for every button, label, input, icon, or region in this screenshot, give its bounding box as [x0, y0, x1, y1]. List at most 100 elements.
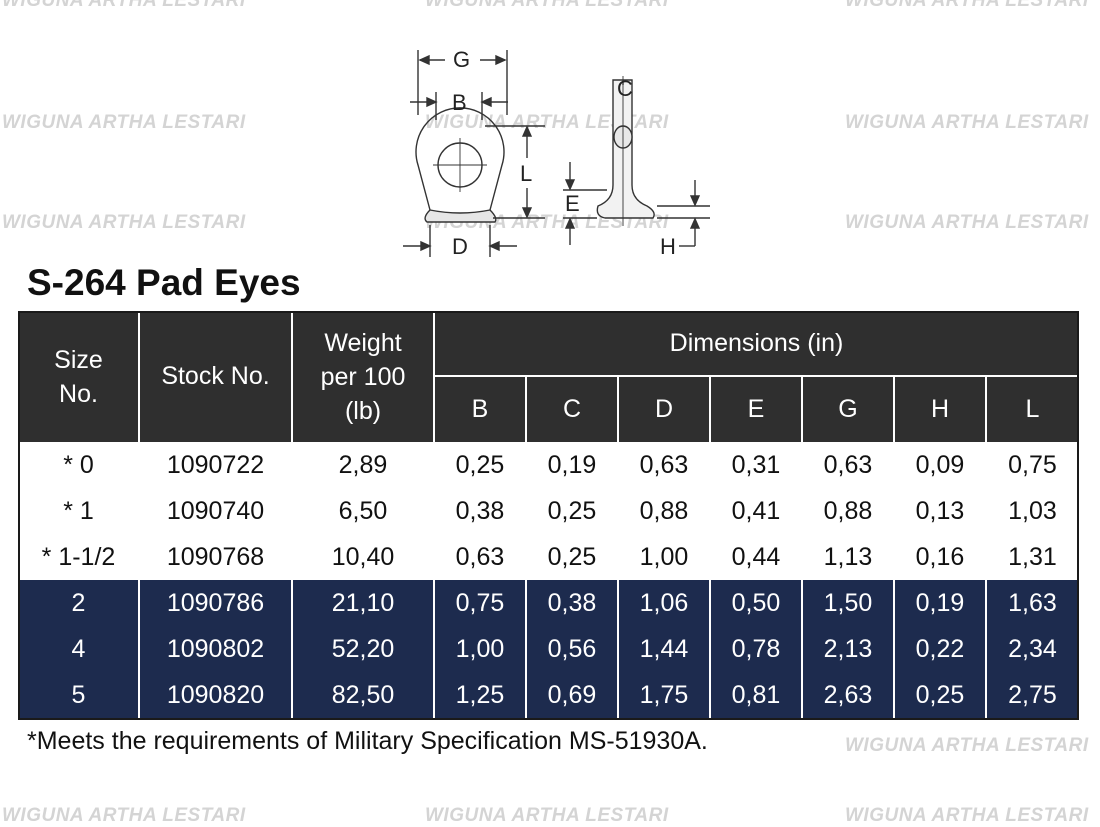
column-header-dim: E [710, 376, 803, 442]
cell-dim: 0,81 [710, 672, 803, 718]
cell-dim: 1,50 [802, 580, 895, 626]
cell-dim: 0,25 [526, 488, 619, 534]
watermark: WIGUNA ARTHA LESTARI [845, 805, 1089, 826]
cell-dim: 0,19 [526, 442, 619, 488]
cell-stock: 1090740 [139, 488, 293, 534]
cell-dim: 0,31 [710, 442, 803, 488]
dim-label-g: G [453, 47, 470, 72]
table-subheader-row: B C D E G H L [19, 376, 1078, 442]
cell-dim: 1,44 [618, 626, 711, 672]
cell-weight: 52,20 [292, 626, 435, 672]
cell-dim: 0,88 [618, 488, 711, 534]
cell-dim: 1,13 [802, 534, 895, 580]
cell-stock: 1090768 [139, 534, 293, 580]
column-header-size: Size No. [19, 311, 140, 442]
cell-stock: 1090786 [139, 580, 293, 626]
cell-weight: 2,89 [292, 442, 435, 488]
cell-dim: 0,78 [710, 626, 803, 672]
watermark: WIGUNA ARTHA LESTARI [2, 0, 246, 11]
cell-dim: 1,63 [986, 580, 1078, 626]
watermark: WIGUNA ARTHA LESTARI [2, 112, 246, 133]
cell-dim: 0,75 [986, 442, 1078, 488]
cell-dim: 0,56 [526, 626, 619, 672]
cell-dim: 0,63 [802, 442, 895, 488]
cell-dim: 1,75 [618, 672, 711, 718]
page-title: S-264 Pad Eyes [27, 262, 301, 303]
dim-label-b: B [452, 90, 467, 115]
cell-dim: 2,13 [802, 626, 895, 672]
cell-dim: 0,25 [434, 442, 527, 488]
watermark: WIGUNA ARTHA LESTARI [845, 212, 1089, 233]
cell-dim: 0,50 [710, 580, 803, 626]
cell-size: 5 [19, 672, 140, 718]
cell-dim: 2,34 [986, 626, 1078, 672]
dim-label-h: H [660, 234, 676, 259]
dim-label-d: D [452, 234, 468, 259]
table-row: * 0 1090722 2,89 0,25 0,19 0,63 0,31 0,6… [19, 442, 1078, 488]
cell-size: 2 [19, 580, 140, 626]
cell-weight: 10,40 [292, 534, 435, 580]
cell-dim: 0,63 [434, 534, 527, 580]
cell-dim: 0,25 [526, 534, 619, 580]
column-header-weight: Weight per 100 (lb) [292, 311, 435, 442]
cell-dim: 1,00 [618, 534, 711, 580]
table-row: * 1 1090740 6,50 0,38 0,25 0,88 0,41 0,8… [19, 488, 1078, 534]
cell-size: * 0 [19, 442, 140, 488]
dim-label-e: E [565, 191, 580, 216]
cell-weight: 82,50 [292, 672, 435, 718]
cell-dim: 0,38 [526, 580, 619, 626]
cell-size: * 1-1/2 [19, 534, 140, 580]
cell-dim: 1,25 [434, 672, 527, 718]
watermark: WIGUNA ARTHA LESTARI [2, 805, 246, 826]
column-header-dimensions: Dimensions (in) [434, 311, 1078, 377]
dim-label-c: C [617, 76, 633, 101]
cell-dim: 0,19 [894, 580, 987, 626]
pad-eye-dimension-diagram: G B L D C E H [403, 47, 710, 259]
cell-size: 4 [19, 626, 140, 672]
cell-dim: 0,69 [526, 672, 619, 718]
column-header-stock: Stock No. [139, 311, 293, 442]
watermark: WIGUNA ARTHA LESTARI [845, 735, 1089, 756]
cell-dim: 0,22 [894, 626, 987, 672]
cell-weight: 21,10 [292, 580, 435, 626]
cell-dim: 1,31 [986, 534, 1078, 580]
watermark: WIGUNA ARTHA LESTARI [425, 112, 669, 133]
cell-dim: 2,75 [986, 672, 1078, 718]
cell-stock: 1090722 [139, 442, 293, 488]
cell-size: * 1 [19, 488, 140, 534]
cell-dim: 1,03 [986, 488, 1078, 534]
watermark: WIGUNA ARTHA LESTARI [425, 805, 669, 826]
cell-dim: 0,44 [710, 534, 803, 580]
column-header-dim: C [526, 376, 619, 442]
dim-label-l: L [520, 161, 532, 186]
cell-dim: 0,09 [894, 442, 987, 488]
cell-dim: 0,88 [802, 488, 895, 534]
cell-dim: 0,38 [434, 488, 527, 534]
column-header-dim: B [434, 376, 527, 442]
pad-eye-spec-table: Size No. Stock No. Weight per 100 (lb) D… [19, 311, 1078, 718]
table-row: * 1-1/2 1090768 10,40 0,63 0,25 1,00 0,4… [19, 534, 1078, 580]
watermark: WIGUNA ARTHA LESTARI [2, 212, 246, 233]
watermark: WIGUNA ARTHA LESTARI [845, 112, 1089, 133]
cell-dim: 1,06 [618, 580, 711, 626]
cell-dim: 0,25 [894, 672, 987, 718]
column-header-dim: D [618, 376, 711, 442]
watermark: WIGUNA ARTHA LESTARI [425, 0, 669, 11]
cell-dim: 0,13 [894, 488, 987, 534]
cell-dim: 0,41 [710, 488, 803, 534]
cell-dim: 0,75 [434, 580, 527, 626]
column-header-dim: H [894, 376, 987, 442]
cell-dim: 0,16 [894, 534, 987, 580]
cell-stock: 1090820 [139, 672, 293, 718]
cell-dim: 2,63 [802, 672, 895, 718]
cell-dim: 0,63 [618, 442, 711, 488]
footnote: *Meets the requirements of Military Spec… [27, 727, 708, 755]
cell-weight: 6,50 [292, 488, 435, 534]
cell-dim: 1,00 [434, 626, 527, 672]
column-header-dim: G [802, 376, 895, 442]
table-row: 2 1090786 21,10 0,75 0,38 1,06 0,50 1,50… [19, 580, 1078, 626]
table-row: 4 1090802 52,20 1,00 0,56 1,44 0,78 2,13… [19, 626, 1078, 672]
cell-stock: 1090802 [139, 626, 293, 672]
table-header-row: Size No. Stock No. Weight per 100 (lb) D… [19, 311, 1078, 442]
table-row: 5 1090820 82,50 1,25 0,69 1,75 0,81 2,63… [19, 672, 1078, 718]
